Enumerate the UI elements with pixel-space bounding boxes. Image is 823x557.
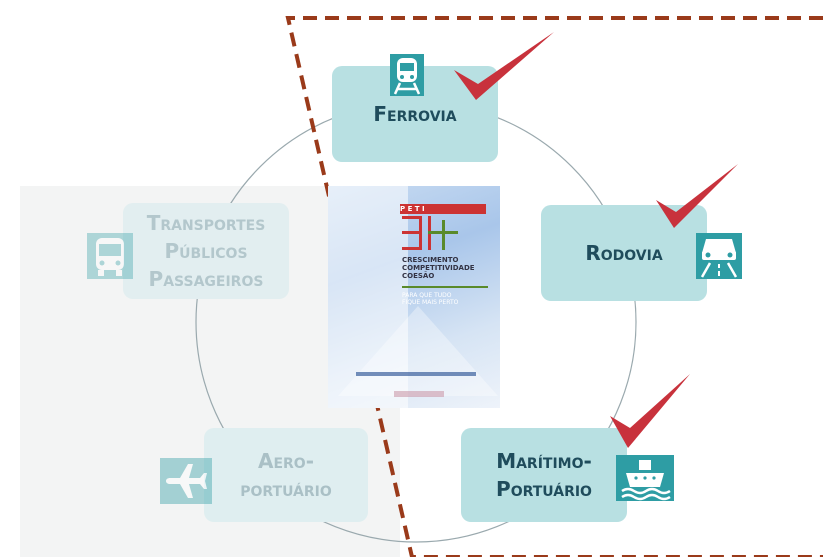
node-transportes-line3: Passageiros <box>148 267 264 291</box>
node-aero-line1: Aero- <box>257 449 315 473</box>
node-ferrovia-label: Ferrovia <box>373 102 457 126</box>
node-rodovia-label: Rodovia <box>585 241 663 265</box>
train-icon <box>390 54 424 96</box>
peti-document-cover: P E T I CRESCIMENTO COMPETITIVIDADE COES… <box>328 186 500 408</box>
node-transportes-line2: Públicos <box>164 239 248 263</box>
node-transportes-publicos: Transportes Públicos Passageiros <box>123 203 289 299</box>
doc-brand: P E T I <box>400 205 425 213</box>
node-aeroportuario: Aero- portuário <box>204 428 368 522</box>
doc-brand-bar: P E T I <box>400 204 486 214</box>
doc-tagline: PARA QUE TUDO FIQUE MAIS PERTO <box>402 292 459 306</box>
node-maritimo-portuario: Marítimo- Portuário <box>461 428 627 522</box>
doc-heading: CRESCIMENTO COMPETITIVIDADE COESÃO <box>402 256 475 280</box>
checkmark-icon <box>454 32 554 100</box>
node-aero-line2: portuário <box>240 477 332 501</box>
road-car-icon <box>696 233 742 279</box>
checkmark-icon <box>610 374 690 448</box>
bus-icon <box>87 233 133 279</box>
ship-icon <box>616 455 674 501</box>
selection-dashed-border <box>285 16 823 557</box>
node-maritimo-line1: Marítimo- <box>496 449 592 473</box>
doc-logo-graphic <box>402 216 458 250</box>
checkmark-icon <box>656 164 738 228</box>
airplane-icon <box>160 458 212 504</box>
node-transportes-line1: Transportes <box>146 211 266 235</box>
node-maritimo-line2: Portuário <box>496 477 592 501</box>
